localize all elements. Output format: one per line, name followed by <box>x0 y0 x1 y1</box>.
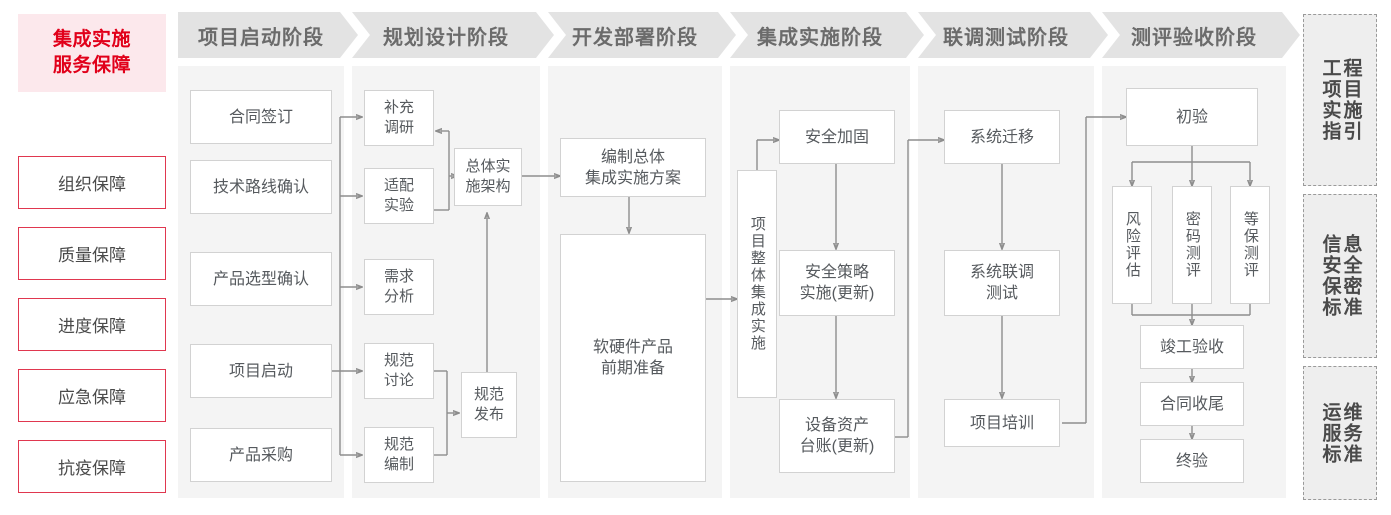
node-first-acceptance[interactable]: 初验 <box>1126 88 1258 146</box>
node-spec-drafting[interactable]: 规范编制 <box>364 427 434 483</box>
node-project-kickoff[interactable]: 项目启动 <box>190 344 332 398</box>
node-asset-ledger[interactable]: 设备资产台账(更新) <box>779 399 895 473</box>
sidebar-title-line-2: 服务保障 <box>52 55 131 76</box>
sidebar-item-quality[interactable]: 质量保障 <box>18 227 166 280</box>
node-contract-signing[interactable]: 合同签订 <box>190 90 332 144</box>
phase-header-5[interactable]: 联调测试阶段 <box>918 12 1108 58</box>
phase-header-2[interactable]: 规划设计阶段 <box>352 12 554 58</box>
standard-engineering-col-right: 程目施引 <box>1340 58 1362 142</box>
phase-header-3[interactable]: 开发部署阶段 <box>548 12 736 58</box>
node-crypto-evaluation[interactable]: 密码测评 <box>1172 186 1212 304</box>
node-adaptation-test[interactable]: 适配实验 <box>364 168 434 224</box>
node-final-acceptance[interactable]: 终验 <box>1140 439 1244 483</box>
node-product-selection[interactable]: 产品选型确认 <box>190 252 332 306</box>
node-risk-assessment[interactable]: 风险评估 <box>1112 186 1152 304</box>
node-completion-acceptance[interactable]: 竣工验收 <box>1140 325 1244 369</box>
sidebar-item-schedule[interactable]: 进度保障 <box>18 298 166 351</box>
node-overall-architecture[interactable]: 总体实施架构 <box>454 148 522 206</box>
node-spec-discussion[interactable]: 规范讨论 <box>364 343 434 399</box>
node-grade-protection-eval[interactable]: 等保测评 <box>1230 186 1270 304</box>
node-security-hardening[interactable]: 安全加固 <box>779 110 895 164</box>
sidebar-title-line-1: 集成实施 <box>52 29 131 50</box>
standard-ops-col-right: 维务准 <box>1340 401 1362 465</box>
standard-security-col-right: 息全密准 <box>1340 234 1362 318</box>
standard-engineering-col-left: 工项实指 <box>1319 58 1341 142</box>
sidebar-item-emergency[interactable]: 应急保障 <box>18 369 166 422</box>
node-hw-sw-preparation[interactable]: 软硬件产品前期准备 <box>560 234 706 482</box>
node-spec-release[interactable]: 规范发布 <box>461 372 517 438</box>
standard-ops-col-left: 运服标 <box>1319 401 1341 465</box>
phase-header-6[interactable]: 测评验收阶段 <box>1102 12 1300 58</box>
sidebar-item-epidemic[interactable]: 抗疫保障 <box>18 440 166 493</box>
standard-security-col-left: 信安保标 <box>1319 234 1341 318</box>
node-system-migration[interactable]: 系统迁移 <box>944 110 1060 164</box>
standard-security-confidentiality[interactable]: 息全密准 信安保标 <box>1303 194 1377 358</box>
node-supplementary-survey[interactable]: 补充调研 <box>364 90 434 146</box>
node-draft-integration-plan[interactable]: 编制总体集成实施方案 <box>560 138 706 197</box>
standard-ops-service[interactable]: 维务准 运服标 <box>1303 366 1377 500</box>
node-joint-debug-test[interactable]: 系统联调测试 <box>944 250 1060 316</box>
standard-engineering-guideline[interactable]: 程目施引 工项实指 <box>1303 14 1377 186</box>
node-security-policy[interactable]: 安全策略实施(更新) <box>779 250 895 316</box>
node-product-purchase[interactable]: 产品采购 <box>190 428 332 482</box>
phase-header-4[interactable]: 集成实施阶段 <box>730 12 924 58</box>
node-requirement-analysis[interactable]: 需求分析 <box>364 259 434 315</box>
node-overall-integration[interactable]: 项目整体集成实施 <box>737 170 777 398</box>
node-contract-closeout[interactable]: 合同收尾 <box>1140 382 1244 426</box>
sidebar-title: 集成实施 服务保障 <box>18 14 166 92</box>
phase-header-1[interactable]: 项目启动阶段 <box>178 12 358 58</box>
sidebar-item-organization[interactable]: 组织保障 <box>18 156 166 209</box>
node-tech-route-confirm[interactable]: 技术路线确认 <box>190 160 332 214</box>
node-project-training[interactable]: 项目培训 <box>944 399 1060 447</box>
